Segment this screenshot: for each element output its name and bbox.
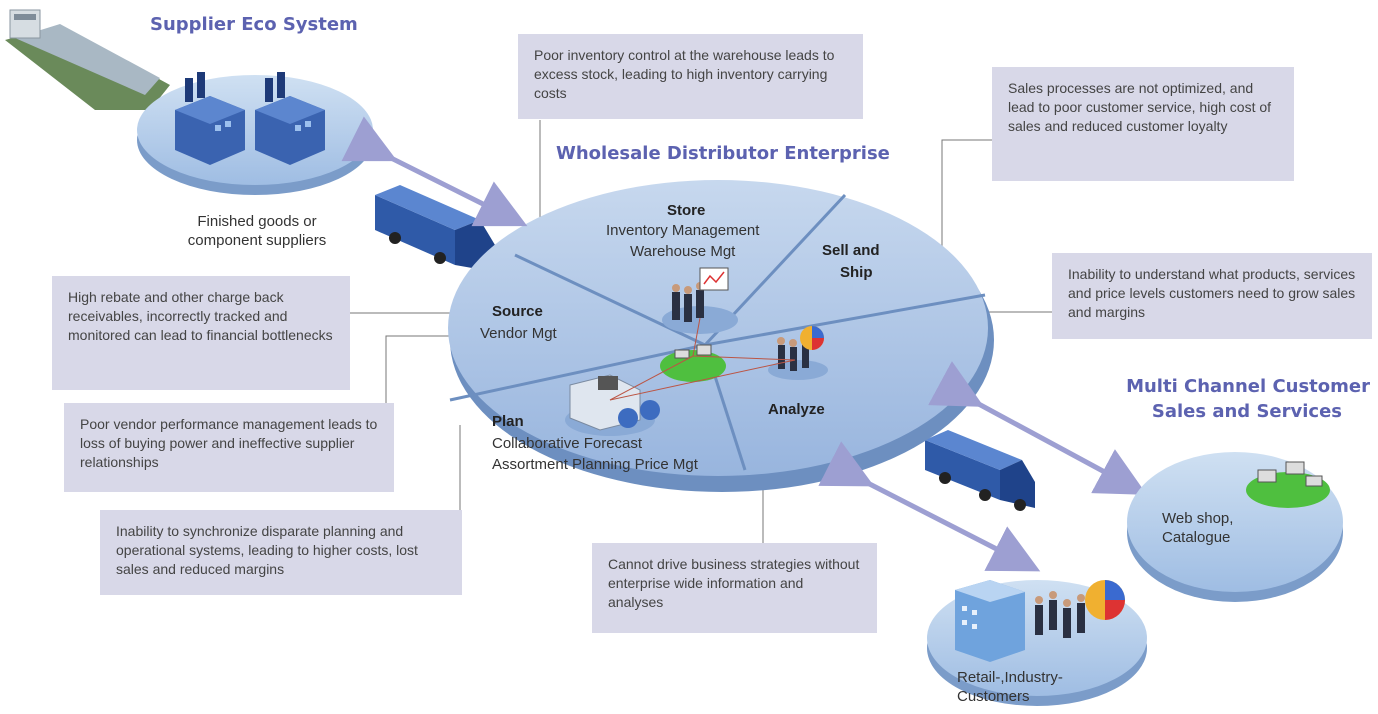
callout-rebate: High rebate and other charge back receiv… bbox=[52, 276, 350, 390]
retail-building-icon bbox=[955, 580, 1025, 662]
callout-planning: Inability to synchronize disparate plann… bbox=[100, 510, 462, 595]
office-desk-icon bbox=[660, 344, 726, 382]
sell-title-line2: Ship bbox=[840, 264, 873, 281]
sell-title-line1: Sell and bbox=[822, 242, 880, 259]
analyze-people-icon bbox=[768, 326, 828, 380]
callout-inventory: Poor inventory control at the warehouse … bbox=[518, 34, 863, 119]
customer-heading-line1: Multi Channel Customer bbox=[1126, 376, 1370, 397]
truck-icon bbox=[925, 430, 1035, 511]
analyze-title: Analyze bbox=[768, 401, 825, 418]
retail-people-icon bbox=[1035, 580, 1125, 638]
flow-arrows bbox=[341, 116, 1147, 572]
factory-icon bbox=[255, 72, 325, 165]
plan-line2: Assortment Planning Price Mgt bbox=[492, 456, 698, 473]
webshop-disc bbox=[1127, 452, 1343, 602]
supplier-heading: Supplier Eco System bbox=[150, 14, 358, 35]
suppliers-label: Finished goods or component suppliers bbox=[187, 213, 327, 249]
source-title: Source bbox=[492, 303, 543, 320]
ship-icon bbox=[5, 9, 170, 110]
plan-title: Plan bbox=[492, 413, 524, 430]
retail-label: Retail-,Industry- Customers bbox=[957, 669, 1063, 705]
customer-heading-line2: Sales and Services bbox=[1151, 401, 1342, 422]
disc-dividers bbox=[449, 193, 986, 471]
store-title: Store bbox=[667, 202, 706, 219]
source-line1: Vendor Mgt bbox=[480, 325, 557, 342]
webshop-desk-icon bbox=[1246, 461, 1330, 508]
callout-products: Inability to understand what products, s… bbox=[1052, 253, 1372, 339]
server-icon bbox=[565, 374, 660, 436]
factory-icon bbox=[175, 72, 245, 165]
store-line2: Warehouse Mgt bbox=[630, 243, 736, 260]
callout-vendor: Poor vendor performance management leads… bbox=[64, 403, 394, 492]
store-line1: Inventory Management bbox=[606, 222, 760, 239]
webshop-label: Web shop, Catalogue bbox=[1162, 510, 1234, 546]
callout-strategy: Cannot drive business strategies without… bbox=[592, 543, 877, 633]
plan-line1: Collaborative Forecast bbox=[492, 435, 643, 452]
enterprise-heading: Wholesale Distributor Enterprise bbox=[556, 143, 890, 164]
network-lines bbox=[609, 317, 796, 401]
callout-sales: Sales processes are not optimized, and l… bbox=[992, 67, 1294, 181]
